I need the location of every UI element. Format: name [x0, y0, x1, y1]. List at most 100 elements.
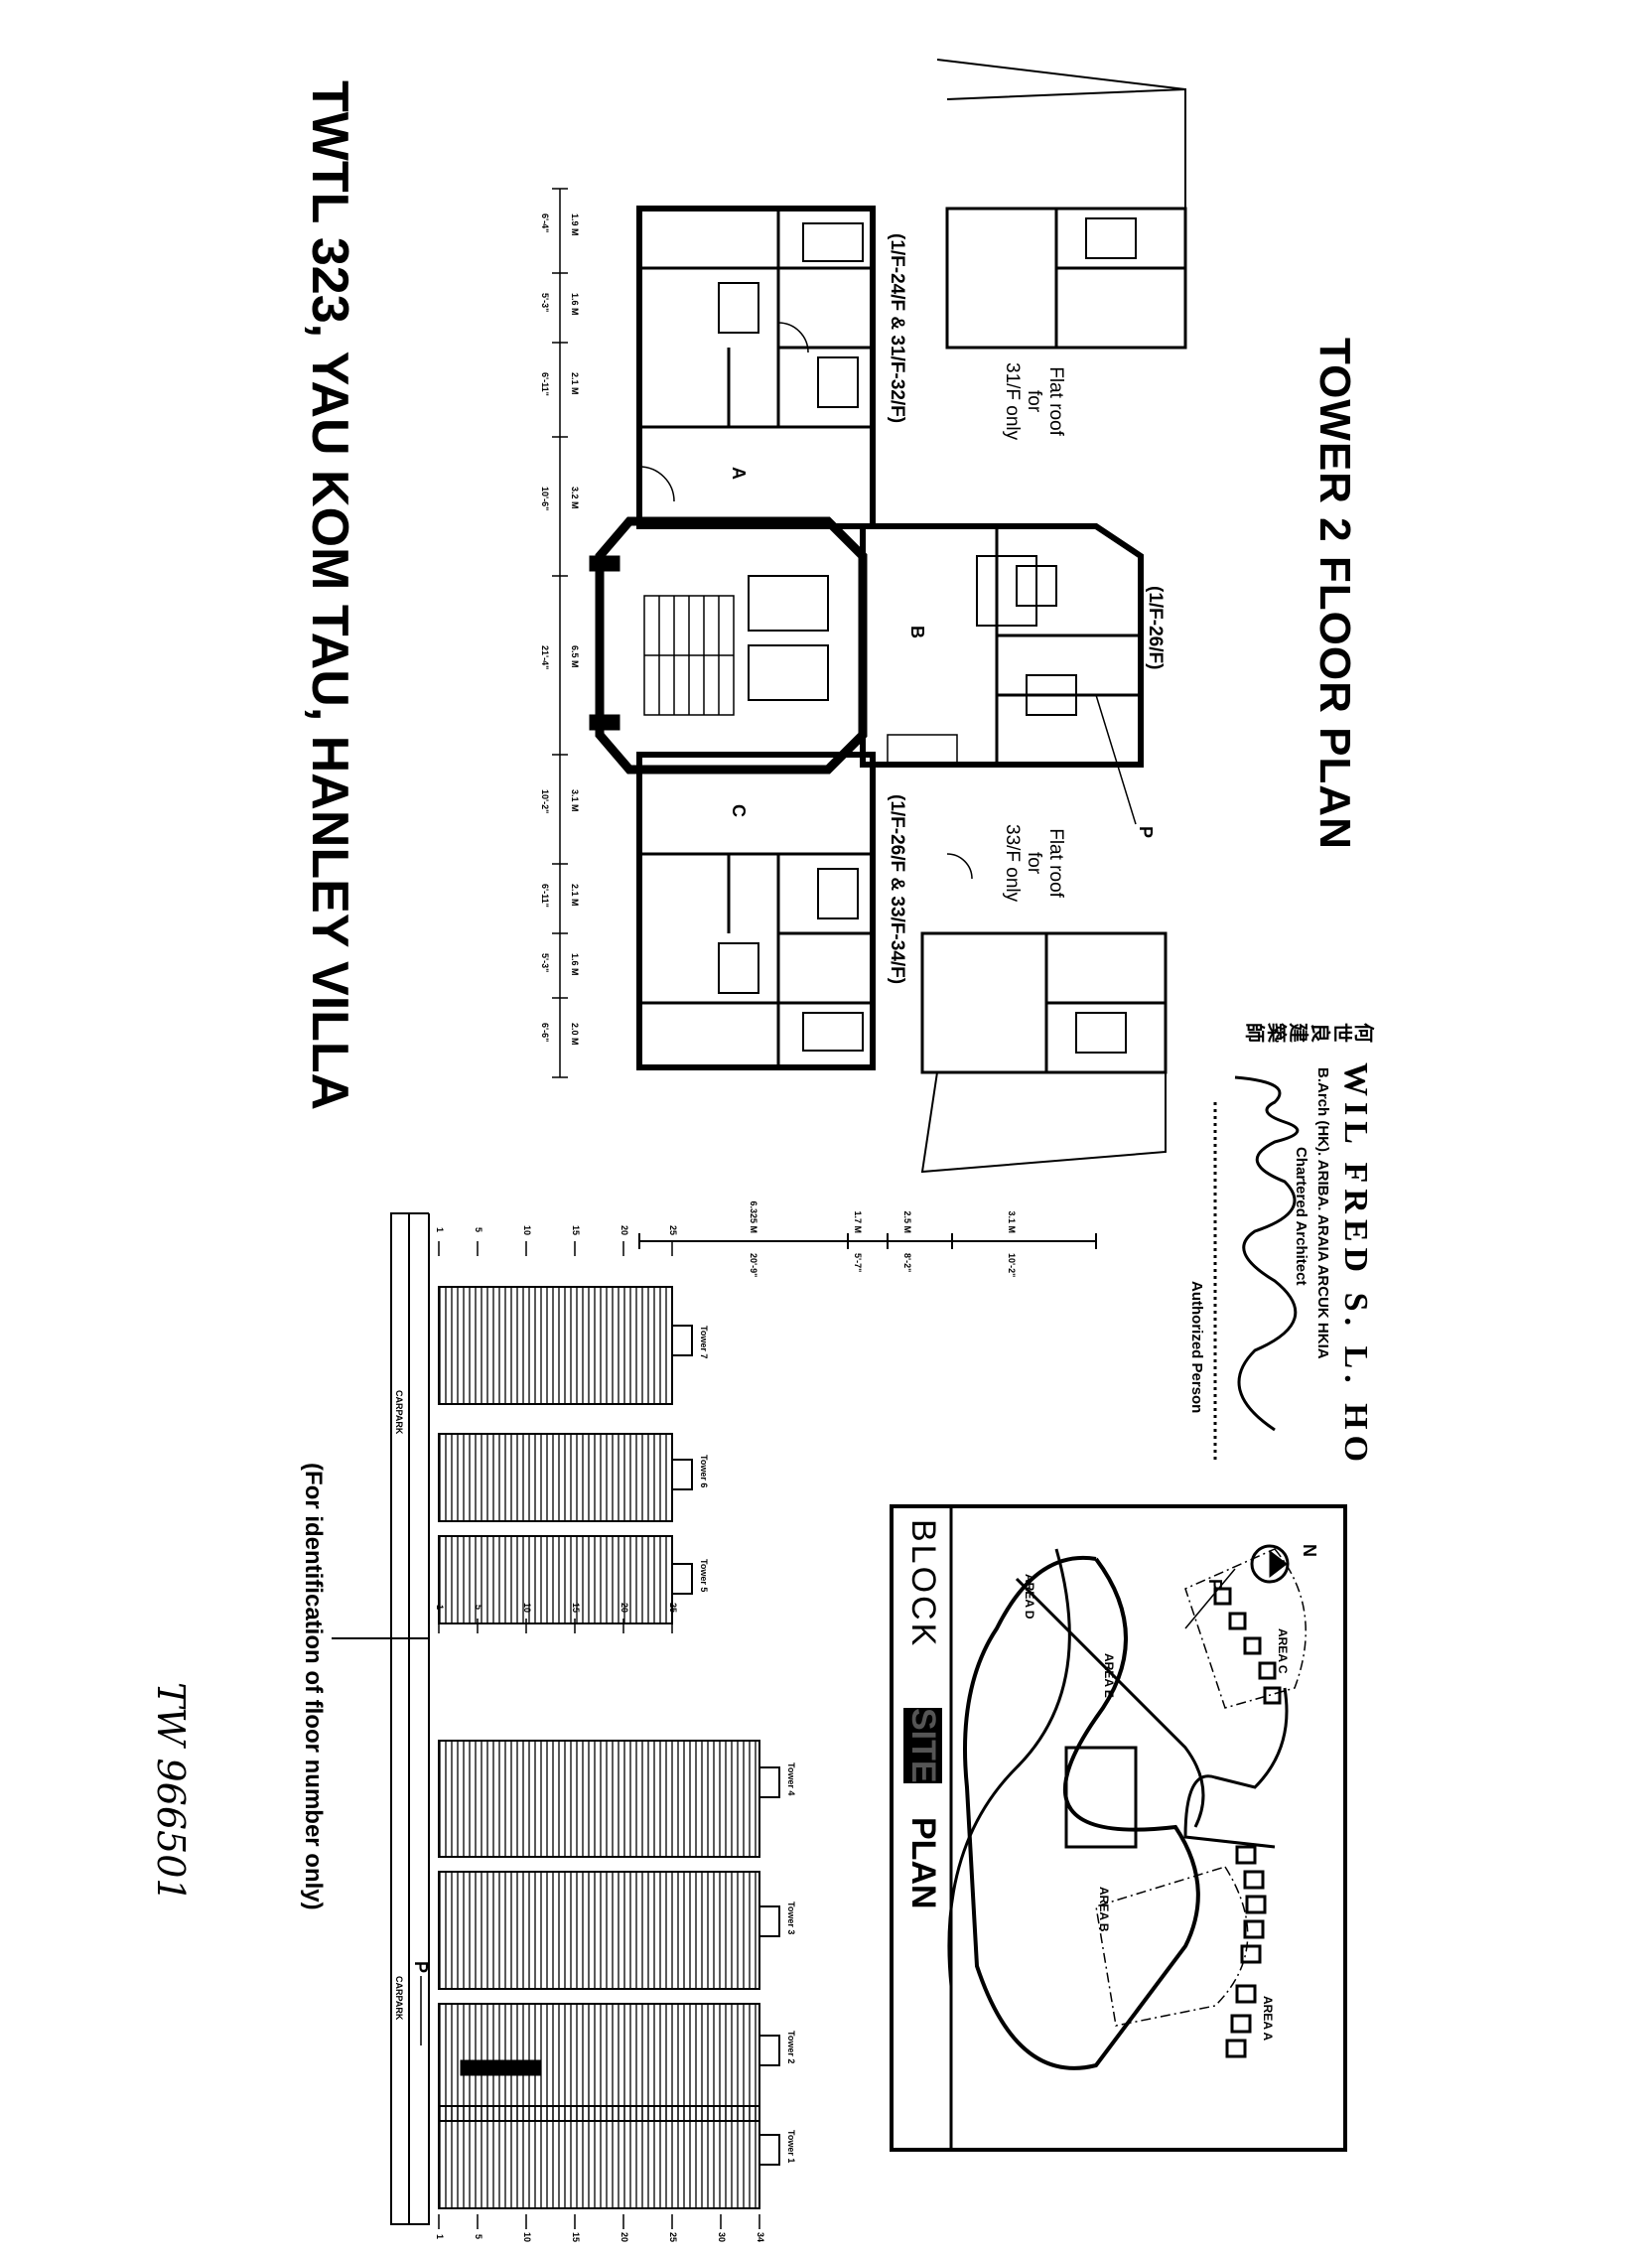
dim-ft: 5'-3" — [540, 293, 550, 313]
flat-roof-c-note: Flat roof for 33/F only — [1001, 824, 1066, 902]
north-label: N — [1300, 1544, 1319, 1557]
tower-4-block — [438, 1740, 760, 1858]
dim-m: 1.9 M — [570, 213, 580, 236]
scale-ft: 20'-9" — [749, 1253, 758, 1278]
architect-role: Chartered Architect — [1293, 1147, 1309, 1286]
flat-c-label: C — [729, 804, 749, 817]
floor-tick: 1 — [435, 2234, 445, 2240]
dim-ft: 6'-11" — [540, 372, 550, 396]
dim-ft: 5'-3" — [540, 953, 550, 973]
architect-qualifications: B.Arch (HK). ARIBA. ARAIA ARCUK HKIA — [1314, 1067, 1331, 1359]
floor-tick: 20 — [620, 2232, 629, 2243]
tower-label: Tower 5 — [699, 1559, 709, 1593]
flat-a-plan — [636, 206, 876, 529]
floor-tick: 10 — [522, 2232, 532, 2243]
floor-tick: 15 — [571, 2232, 581, 2243]
flat-roof-a-note: Flat roof for 31/F only — [1001, 362, 1066, 440]
podium-carpark — [332, 1212, 430, 2225]
floor-tick: 5 — [474, 1227, 483, 1233]
roof-a-line: Flat roof — [1045, 366, 1066, 436]
tower-3-block — [438, 1871, 760, 1990]
floor-tick: 25 — [668, 1603, 678, 1614]
scale-bar — [638, 1233, 1097, 1249]
dim-m: 6.5 M — [570, 645, 580, 668]
tower-blocks — [438, 1286, 760, 2209]
scale-ft: 8'-2" — [902, 1253, 912, 1273]
carpark-label: CARPARK — [394, 1390, 404, 1435]
roof-a-line: for — [1024, 389, 1044, 413]
area-e-label: AREA E — [1102, 1653, 1116, 1698]
flat-c-plan — [636, 752, 876, 1070]
architect-chinese-name: 何世良建築師 — [1243, 1023, 1374, 1043]
tower-label: Tower 2 — [786, 2031, 796, 2064]
floor-tick: 1 — [435, 1227, 445, 1233]
roof-c-line: 33/F only — [1002, 824, 1023, 903]
block-plan — [890, 1504, 1347, 2152]
floor-tick: 5 — [474, 2234, 483, 2240]
scale-m: 3.1 M — [1007, 1210, 1017, 1233]
tower-5-block — [438, 1535, 673, 1624]
dim-ft: 10'-2" — [540, 789, 550, 814]
flat-a-floors: (1/F-24/F & 31/F-32/F) — [887, 233, 907, 424]
floor-tick: 34 — [756, 2232, 765, 2243]
area-c-label: AREA C — [1276, 1628, 1290, 1674]
scale-m: 2.5 M — [902, 1210, 912, 1233]
dim-ft: 6'-6" — [540, 1023, 550, 1043]
dim-m: 1.6 M — [570, 293, 580, 316]
area-c-houses — [1213, 1587, 1282, 1705]
area-a-label: AREA A — [1261, 1996, 1275, 2042]
tower-6-block — [438, 1433, 673, 1522]
floor-tick: 30 — [717, 2232, 727, 2243]
area-b-label: AREA B — [1097, 1887, 1111, 1932]
block-plan-title-left: BLOCK — [904, 1519, 942, 1649]
roof-a-line: 31/F only — [1002, 362, 1023, 441]
dim-m: 2.1 M — [570, 884, 580, 907]
floor-tick-lines — [438, 1241, 760, 2229]
tower-label: Tower 6 — [699, 1455, 709, 1488]
tower-label: Tower 1 — [786, 2130, 796, 2164]
tower-7-block — [438, 1286, 673, 1405]
dimension-ticks — [552, 188, 568, 1078]
plan-marker-p: P — [1136, 826, 1156, 839]
north-arrow-icon — [1250, 1544, 1290, 1584]
dim-ft: 6'-11" — [540, 884, 550, 908]
flat-c-floors: (1/F-26/F & 33/F-34/F) — [887, 794, 907, 985]
floor-tick: 15 — [571, 1225, 581, 1236]
lift-core — [589, 516, 1037, 775]
block-plan-title-mid: SITE — [903, 1708, 942, 1783]
scale-ft: 10'-2" — [1007, 1253, 1017, 1278]
marked-flat — [460, 2059, 541, 2076]
elevation-diagram — [332, 1212, 780, 2229]
floor-tick: 10 — [522, 1603, 532, 1614]
block-plan-title-right: PLAN — [904, 1817, 942, 1909]
architect-signature — [1234, 1075, 1300, 1432]
site-address: TWTL 323, YAU KOM TAU, HANLEY VILLA — [301, 80, 358, 1111]
dim-m: 1.6 M — [570, 953, 580, 976]
floor-tick: 20 — [620, 1603, 629, 1614]
dim-m: 2.1 M — [570, 372, 580, 395]
block-plan-marker-p: P — [1205, 1579, 1225, 1592]
tower-1-block — [438, 2105, 760, 2209]
floor-tick: 1 — [435, 1605, 445, 1611]
floor-tick: 5 — [474, 1605, 483, 1611]
flat-roof-a — [936, 59, 1187, 350]
flat-b-label: B — [907, 626, 927, 638]
floor-tick: 10 — [522, 1225, 532, 1236]
floor-tick: 20 — [620, 1225, 629, 1236]
area-a-houses — [1225, 1845, 1267, 2058]
dim-m: 3.2 M — [570, 487, 580, 509]
floor-plan — [552, 59, 1187, 1249]
dim-ft: 6'-4" — [540, 213, 550, 233]
roof-c-line: for — [1024, 851, 1044, 875]
dim-ft: 21'-4" — [540, 645, 550, 670]
dim-m: 3.1 M — [570, 789, 580, 812]
flat-a-label: A — [729, 467, 749, 480]
elevation-marker-p: P — [411, 1961, 431, 1974]
scale-m: 6.325 M — [749, 1200, 758, 1233]
scale-m: 1.7 M — [853, 1210, 863, 1233]
signature-label: Authorized Person — [1188, 1281, 1205, 1414]
tower-label: Tower 7 — [699, 1326, 709, 1359]
dim-ft: 10'-6" — [540, 487, 550, 511]
flat-roof-c — [920, 931, 1168, 1174]
roof-structures — [671, 1325, 780, 2166]
